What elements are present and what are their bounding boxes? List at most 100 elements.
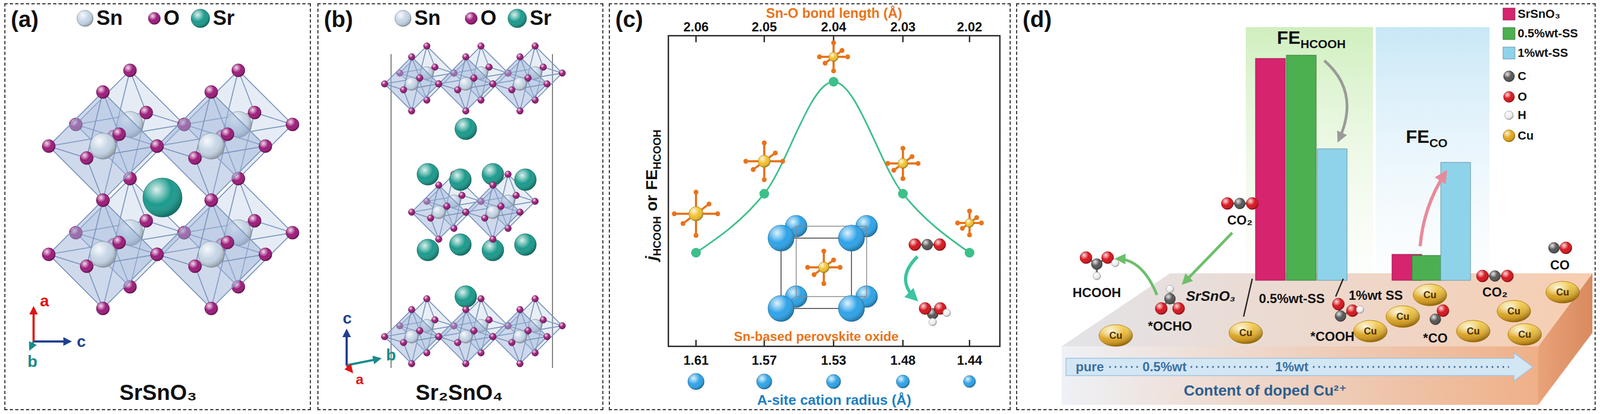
legend-label: Sn: [96, 6, 123, 31]
atom-C-shine: [921, 239, 933, 251]
o-atom-shine: [204, 85, 218, 99]
region-name: SrSnO₃: [1185, 288, 1235, 305]
cu-particle: [1456, 320, 1491, 343]
sr-atom: [514, 233, 537, 256]
o-atom: [516, 53, 524, 61]
o-atom: [381, 80, 388, 88]
o-atom-shine: [150, 139, 164, 153]
axis-arrow: [346, 365, 352, 372]
o-atom: [435, 80, 442, 88]
atom-O-shine: [1221, 197, 1234, 210]
o-end: [672, 211, 678, 217]
atom-O-shine: [1501, 270, 1514, 283]
sn-atom: [513, 77, 527, 91]
o-end: [780, 159, 786, 165]
sn-center-shine: [818, 262, 830, 273]
dotted-guide: [1190, 366, 1271, 369]
sn-atom: [405, 77, 419, 91]
sn-center-shine: [758, 155, 771, 168]
tick: [968, 340, 971, 347]
sr-atom-shine: [449, 168, 472, 191]
o-atom-shine: [508, 86, 516, 94]
o-atom: [489, 80, 497, 88]
o-atom-shine: [431, 63, 439, 71]
o-end: [959, 225, 965, 231]
panel-letter: (d): [1022, 6, 1052, 33]
o-atom: [558, 322, 566, 330]
o-atom-shine: [204, 193, 218, 207]
o-atom-shine: [150, 248, 164, 262]
sn-atom-shine: [513, 77, 527, 91]
o-atom: [543, 80, 551, 88]
o-end: [805, 265, 811, 271]
o-atom: [558, 69, 566, 77]
panel-frame: (c): [608, 3, 1011, 411]
o-atom: [516, 209, 524, 216]
o-atom-shine: [516, 360, 524, 368]
intermediate-name: *OCHO: [1147, 319, 1192, 335]
atom-H-shine: [942, 309, 951, 317]
legend-label: Sr: [212, 6, 235, 31]
legend-swatch: [148, 12, 161, 25]
sr-atom-shine: [142, 178, 182, 218]
cu-particle-shine: [1497, 300, 1531, 323]
legend-item: [1503, 129, 1515, 142]
o-atom-shine: [489, 333, 497, 341]
sn-atom-shine: [405, 330, 419, 344]
o-end: [974, 215, 980, 221]
o-atom: [497, 203, 505, 210]
cu-particle: [1413, 284, 1447, 307]
o-atom-shine: [435, 181, 442, 189]
axis-arrow: [30, 341, 34, 349]
fe-bar: [1412, 255, 1442, 281]
o-atom-shine: [462, 209, 470, 216]
sr-atom: [449, 168, 472, 191]
a-site-sphere-shine: [687, 373, 705, 390]
tick-label: 2.04: [821, 19, 847, 35]
o-atom-shine: [489, 80, 497, 88]
a-site-sphere: [896, 375, 910, 389]
atom-O-shine: [1332, 298, 1345, 311]
legend-label: 1%wt-SS: [1517, 46, 1569, 60]
o-atom: [481, 215, 489, 222]
sn-atom-shine: [89, 133, 116, 160]
atom-O-shine: [919, 302, 932, 315]
o-atom-shine: [454, 86, 461, 94]
o-atom-shine: [462, 209, 470, 216]
o-end: [762, 177, 767, 183]
data-point: [898, 189, 908, 199]
o-end: [821, 249, 827, 255]
a-site-sphere: [768, 295, 795, 322]
legend-item: [465, 12, 478, 25]
o-atom-shine: [543, 80, 551, 88]
sn-center: [688, 206, 704, 221]
o-atom-shine: [220, 127, 234, 141]
sn-atom-shine: [198, 241, 225, 268]
dotted-guide: [1109, 366, 1140, 369]
axis-title: A-site cation radius (Å): [757, 392, 912, 409]
legend-swatch-shine: [1504, 111, 1514, 120]
a-site-sphere: [838, 295, 865, 322]
sn-center: [758, 155, 771, 168]
content-arrow: [1065, 353, 1533, 382]
o-atom: [423, 295, 431, 303]
o-atom: [462, 107, 470, 115]
atom-H: [942, 309, 951, 317]
o-atom: [470, 74, 478, 82]
axis-arrow: [345, 331, 348, 366]
legend-item: [1503, 70, 1515, 82]
o-atom-shine: [400, 86, 407, 94]
atom-C-shine: [1164, 293, 1176, 305]
region-name: 1%wt SS: [1348, 288, 1403, 304]
legend-item: [394, 10, 412, 27]
sr-atom: [514, 168, 537, 191]
o-atom-shine: [558, 69, 566, 77]
o-atom-shine: [123, 63, 137, 77]
o-atom: [470, 327, 478, 335]
o-atom-shine: [435, 80, 442, 88]
o-atom: [231, 63, 245, 77]
tick: [902, 35, 904, 43]
legend-swatch: [394, 10, 412, 27]
o-end: [909, 154, 915, 160]
o-atom-shine: [258, 139, 272, 153]
